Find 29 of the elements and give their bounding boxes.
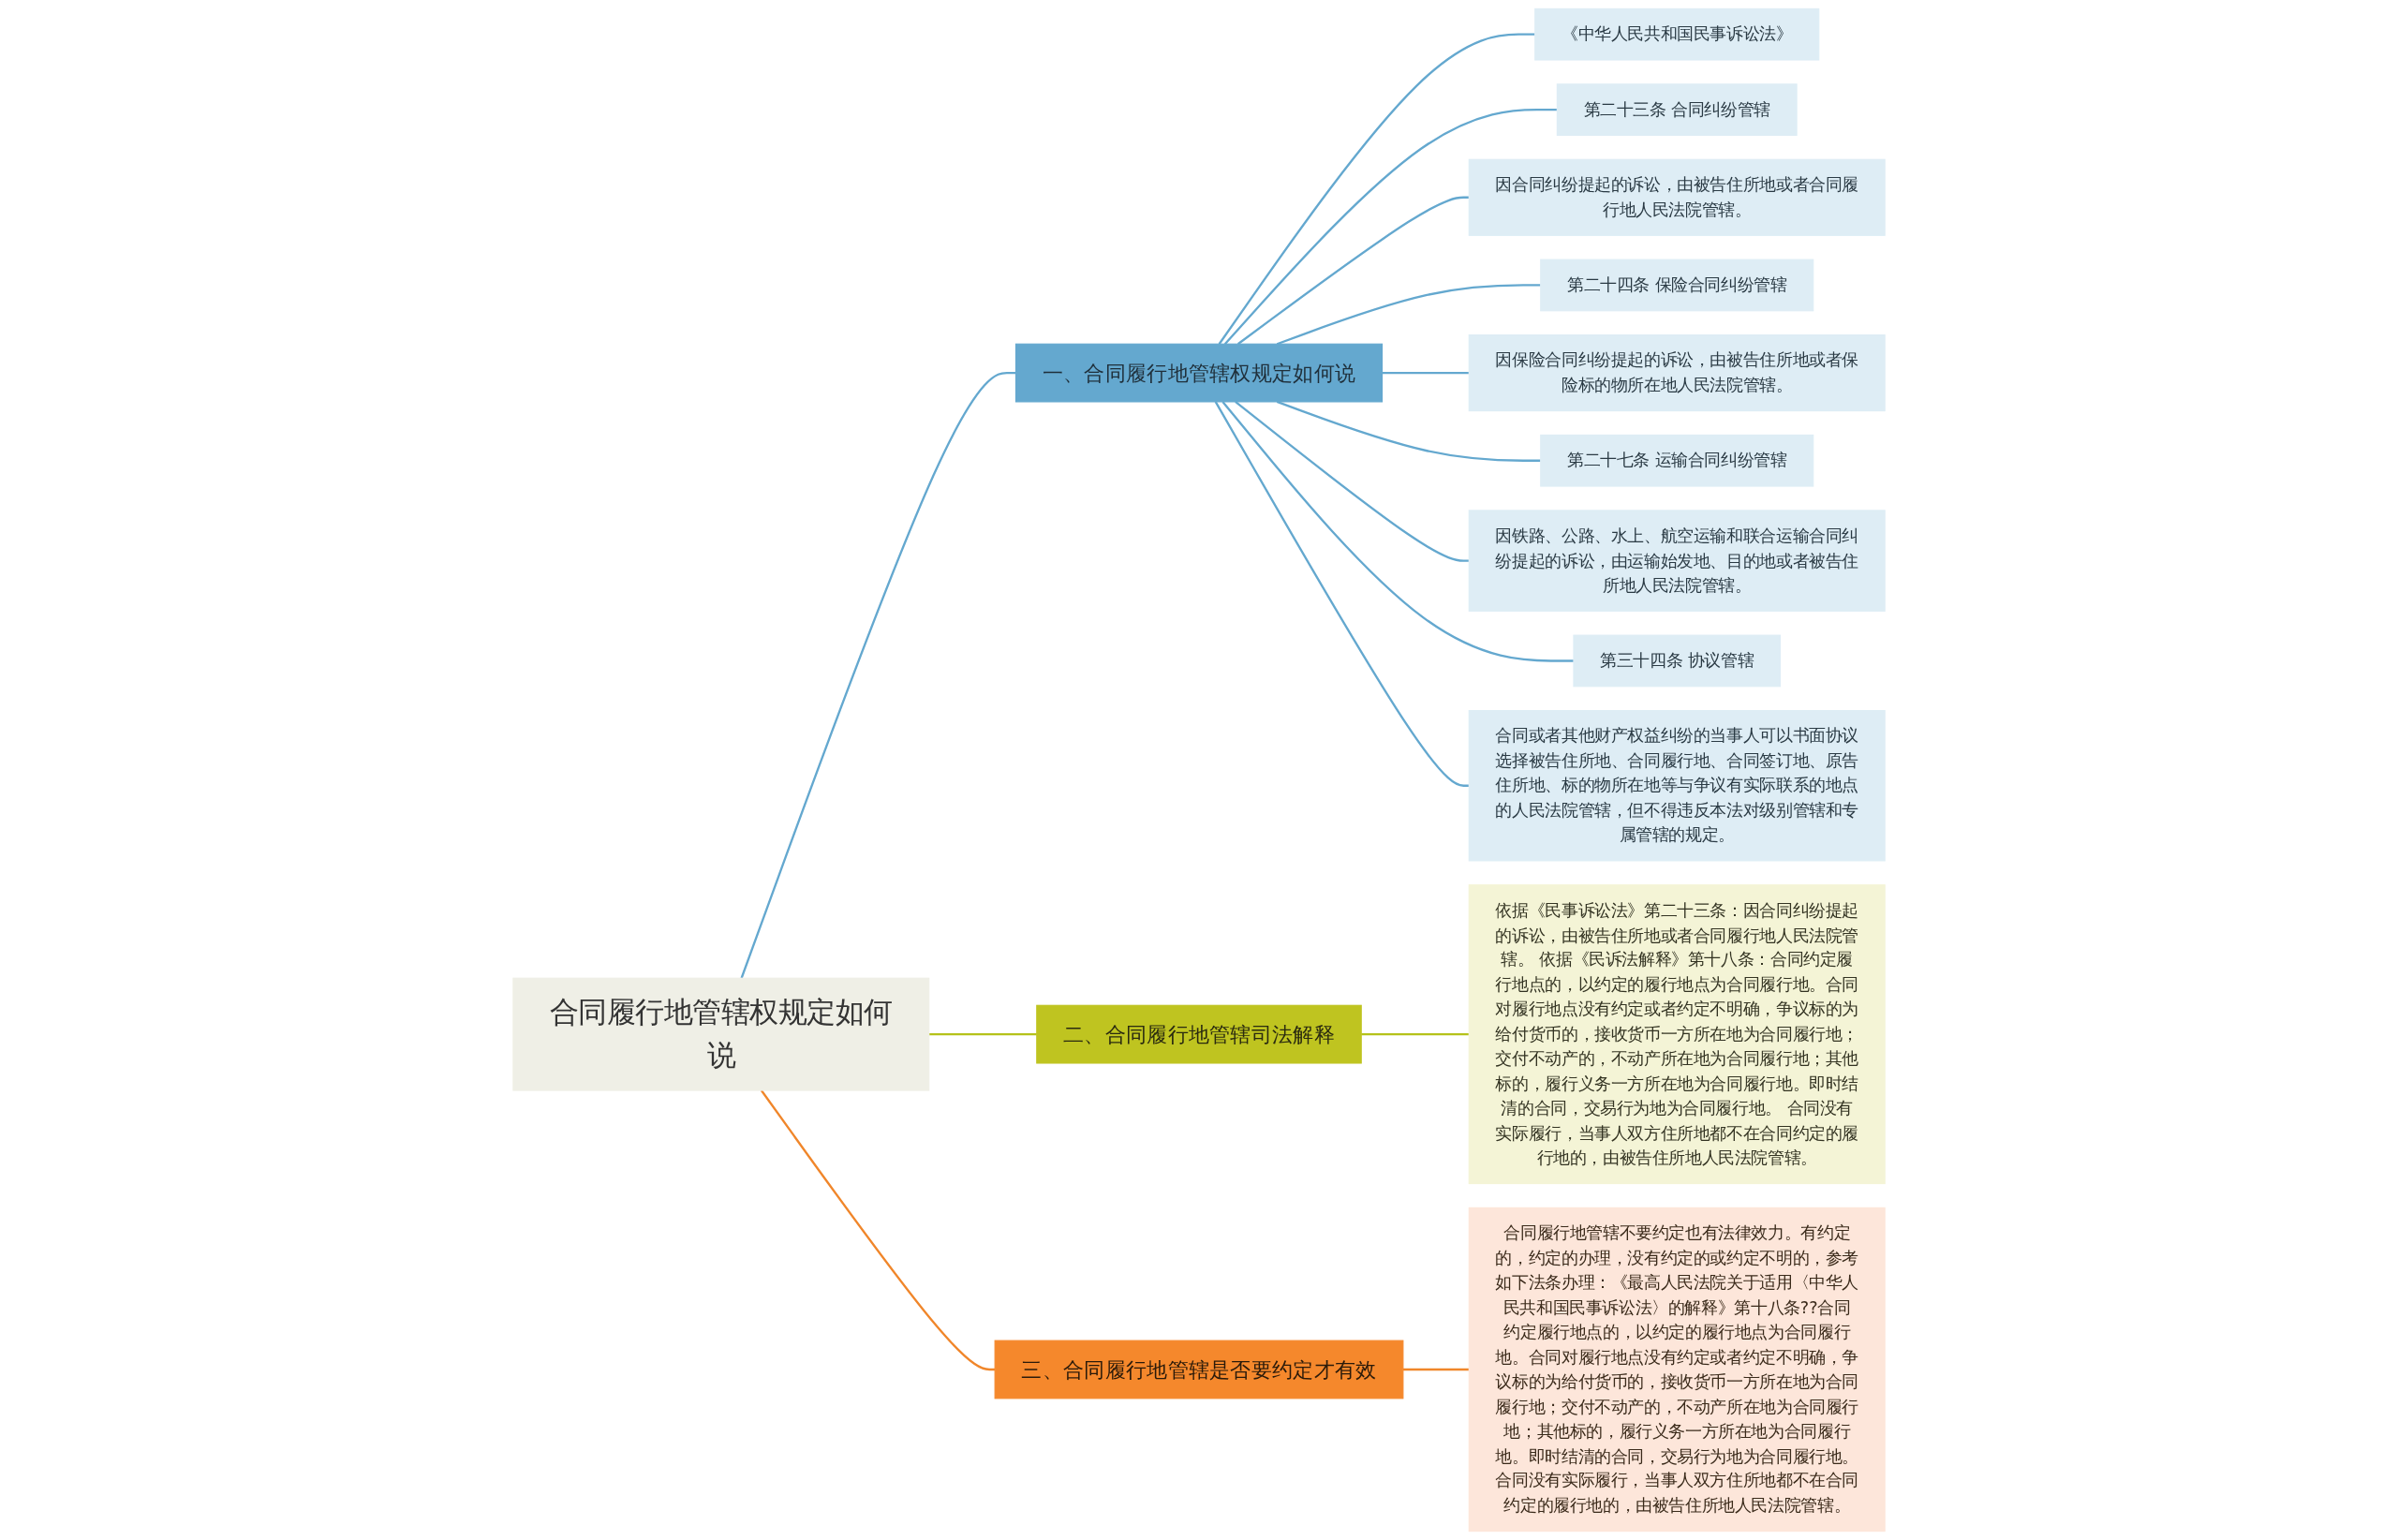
node-box: 因保险合同纠纷提起的诉讼，由被告住所地或者保险标的物所在地人民法院管辖。	[1468, 334, 1886, 412]
node-box: 合同履行地管辖权规定如何说	[512, 977, 930, 1091]
node-box: 第三十四条 协议管辖	[1573, 634, 1782, 688]
connector	[1218, 33, 1535, 345]
connector	[1221, 401, 1574, 662]
node-box: 一、合同履行地管辖权规定如何说	[1014, 343, 1384, 403]
node-box: 依据《民事诉讼法》第二十三条：因合同纠纷提起的诉讼，由被告住所地或者合同履行地人民法院管辖。 依据《民诉法解释》第十八条：合同约定履行地点的，以约定的履行地点为合同履行地。合同对履行地点没有约定或者约定不明确，争议标的为给付货币的，接收货币一方所在地为合同履行地；交付不动产的，不动产所在地为合同履行地；其他标的，履行义务一方所在地为合同履行地。即时结清的合同，交易行为地为合同履行地。 合同没有实际履行，当事人双方住所地都不在合同约定的履行地的，由被告住所地人民法院管辖。	[1468, 884, 1886, 1185]
connector	[1236, 196, 1470, 346]
connector	[1402, 1368, 1470, 1371]
connector	[1235, 401, 1470, 562]
node-box: 合同履行地管辖不要约定也有法律效力。有约定的，约定的办理，没有约定的或约定不明的，参考如下法条办理：《最高人民法院关于适用〈中华人民共和国民事诉讼法〉的解释》第十八条??合同约定履行地点的，以约定的履行地点为合同履行地。合同对履行地点没有约定或者约定不明确，争议标的为给付货币的，接收货币一方所在地为合同履行地；交付不动产的，不动产所在地为合同履行地；其他标的，履行义务一方所在地为合同履行地。即时结清的合同，交易行为地为合同履行地。合同没有实际履行，当事人双方住所地都不在合同约定的履行地的，由被告住所地人民法院管辖。	[1468, 1207, 1886, 1533]
node-box: 因合同纠纷提起的诉讼，由被告住所地或者合同履行地人民法院管辖。	[1468, 158, 1886, 236]
connector	[740, 371, 1016, 979]
connector	[1214, 401, 1470, 787]
node-box: 二、合同履行地管辖司法解释	[1036, 1004, 1362, 1064]
connector	[1382, 371, 1470, 375]
node-box: 因铁路、公路、水上、航空运输和联合运输合同纠纷提起的诉讼，由运输始发地、目的地或者被告住所地人民法院管辖。	[1468, 510, 1886, 612]
node-box: 三、合同履行地管辖是否要约定才有效	[994, 1340, 1404, 1399]
node-box: 第二十三条 合同纠纷管辖	[1556, 83, 1798, 137]
node-box: 《中华人民共和国民事诉讼法》	[1534, 7, 1820, 61]
connector	[1361, 1032, 1470, 1036]
connector	[1223, 108, 1558, 346]
connector	[928, 1032, 1037, 1036]
node-box: 第二十七条 运输合同纠纷管辖	[1540, 434, 1814, 487]
node-box: 第二十四条 保险合同纠纷管辖	[1540, 259, 1814, 312]
connector	[1276, 284, 1541, 346]
node-box: 合同或者其他财产权益纠纷的当事人可以书面协议选择被告住所地、合同履行地、合同签订地、原告住所地、标的物所在地等与争议有实际联系的地点的人民法院管辖，但不得违反本法对级别管辖和专属管辖的规定。	[1468, 710, 1886, 862]
connector	[760, 1089, 996, 1371]
connector	[1276, 400, 1541, 462]
